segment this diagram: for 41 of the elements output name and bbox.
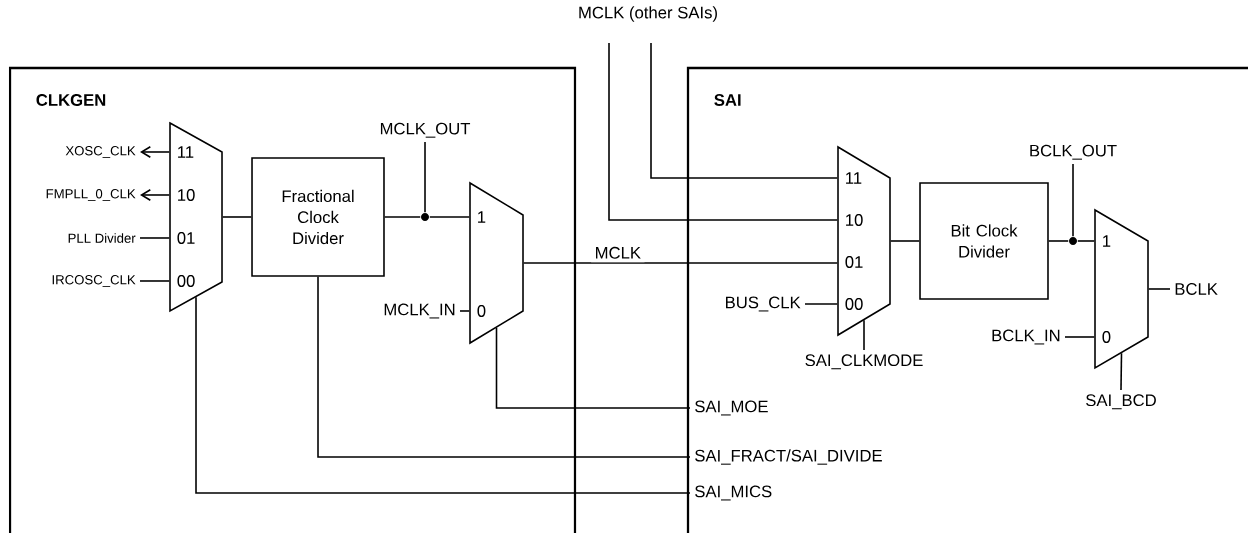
signal-line [1064,336,1095,338]
signal-label: SAI_FRACT/SAI_DIVIDE [695,449,882,465]
signal-line [317,275,691,458]
signal-line [1048,240,1069,242]
signal-label: MCLK (other SAIs) [579,6,717,22]
signal-line [804,303,838,305]
signal-label: BCLK [1175,283,1218,295]
signal-line [424,141,426,213]
signal-label: MCLK_OUT [380,122,471,138]
signal-line [139,280,170,282]
signal-label: FMPLL_0_CLK [46,189,136,201]
signal-label: SAI_MICS [695,485,772,501]
signal-line [1120,352,1123,391]
signal-label: BUS_CLK [726,296,801,312]
signal-line [608,42,838,221]
signal-label: SAI_CLKMODE [805,354,923,370]
signal-label: BCLK_IN [992,329,1060,345]
signal-line [384,216,421,218]
signal-label: SAI_MOE [695,400,768,416]
signal-label: PLL Divider [68,233,136,243]
signal-label: MCLK_IN [384,303,455,319]
signal-line [890,240,920,242]
arrow [140,188,170,202]
signal-line [1072,163,1074,237]
signal-line [523,262,838,264]
signal-label: XOSC_CLK [65,146,136,158]
edge-label: MCLK [591,243,645,263]
signal-line [195,296,691,494]
signal-line [1077,240,1095,242]
signal-line [429,216,470,218]
signal-label: SAI_BCD [1086,394,1156,410]
signal-line [650,42,838,179]
signal-line [139,237,170,239]
signal-label: IRCOSC_CLK [52,275,136,287]
signal-line [1148,288,1171,290]
signal-line [459,310,470,312]
signal-line [863,319,865,351]
arrow [140,145,170,159]
signal-line [222,216,252,218]
signal-label: BCLK_OUT [1030,144,1117,160]
signal-line [495,326,691,409]
